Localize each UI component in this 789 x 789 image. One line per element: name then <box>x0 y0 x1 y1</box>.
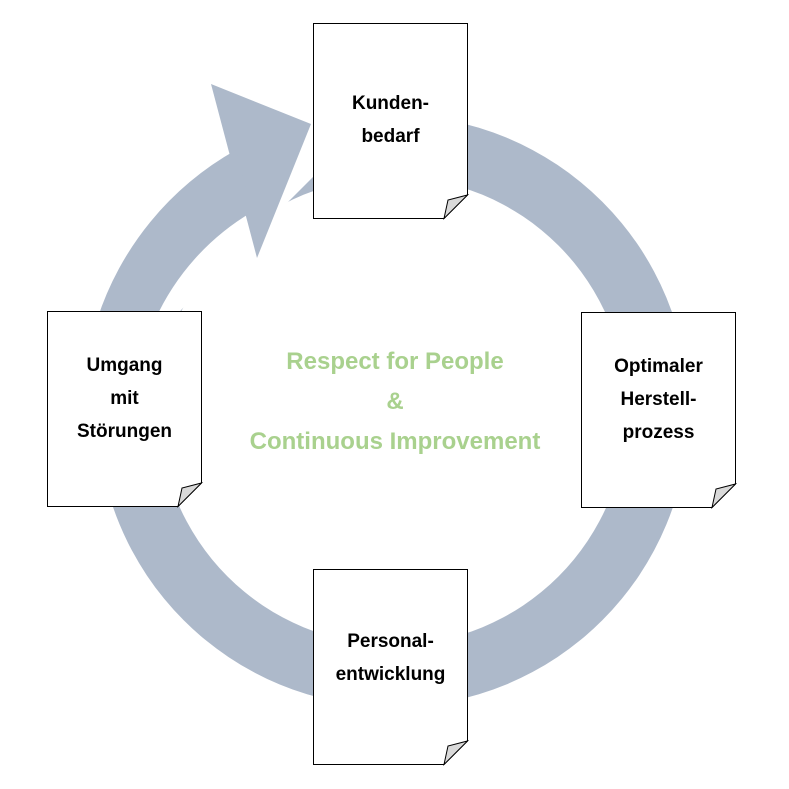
center-line-respect: Respect for People <box>286 348 504 375</box>
step-label: Umgang mit Störungen <box>77 355 172 442</box>
arrow-shaft <box>97 150 252 320</box>
step-label: Kunden- bedarf <box>351 93 430 147</box>
document-icon <box>47 311 204 509</box>
step-card-kundenbedarf: Kunden- bedarf <box>313 23 470 221</box>
arrow-head <box>211 84 311 258</box>
document-icon <box>581 312 738 510</box>
document-icon <box>313 569 470 767</box>
step-card-personalentwicklung: Personal- entwicklung <box>313 569 470 767</box>
step-card-stoerungen: Umgang mit Störungen <box>47 311 204 509</box>
center-line-improvement: Continuous Improvement <box>249 428 541 455</box>
step-label: Personal- entwicklung <box>335 631 446 685</box>
step-label: Optimaler Herstell- prozess <box>614 356 703 443</box>
center-message: Respect for People & Continuous Improvem… <box>200 342 590 462</box>
center-line-ampersand: & <box>386 388 404 415</box>
step-card-herstellprozess: Optimaler Herstell- prozess <box>581 312 738 510</box>
document-icon <box>313 23 470 221</box>
